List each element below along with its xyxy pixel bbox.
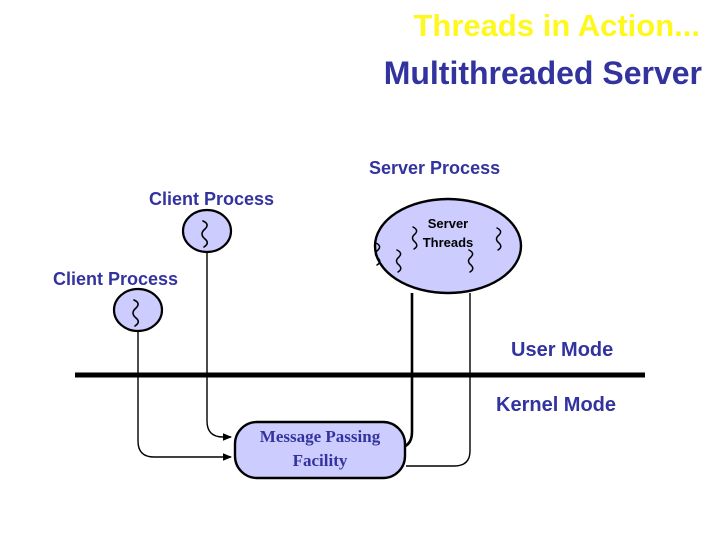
server-thread-squiggle-3 — [467, 249, 474, 273]
connector-server-right-to-mpf — [406, 293, 471, 467]
client-process-ellipse-1 — [181, 208, 233, 254]
client-process-label-1: Client Process — [149, 189, 275, 209]
client1-thread-squiggle — [201, 220, 209, 248]
server-process-ellipse — [373, 197, 523, 295]
message-passing-facility-box — [233, 420, 407, 480]
client2-thread-squiggle — [132, 299, 140, 327]
message-passing-facility-line2: Facility — [293, 451, 348, 470]
server-thread-squiggle-2 — [395, 249, 402, 273]
server-threads-line1: Server — [428, 216, 468, 231]
server-threads-line2: Threads — [423, 235, 474, 250]
page-title: Threads in Action... — [413, 8, 701, 43]
kernel-mode-label: Kernel Mode — [496, 394, 617, 416]
client-process-ellipse-2 — [112, 287, 164, 333]
connector-client2-to-mpf — [137, 332, 232, 461]
page-subtitle: Multithreaded Server — [383, 55, 702, 91]
server-thread-squiggle-4 — [495, 227, 502, 251]
server-process-label: Server Process — [369, 158, 501, 178]
connector-server-left-to-mpf — [395, 293, 414, 450]
connector-client1-to-mpf — [206, 252, 232, 441]
message-passing-facility-line1: Message Passing — [260, 427, 381, 446]
user-mode-label: User Mode — [511, 339, 614, 361]
client-process-label-2: Client Process — [53, 269, 179, 289]
server-thread-squiggle-1 — [411, 226, 418, 250]
server-thread-squiggle-5 — [374, 242, 381, 266]
